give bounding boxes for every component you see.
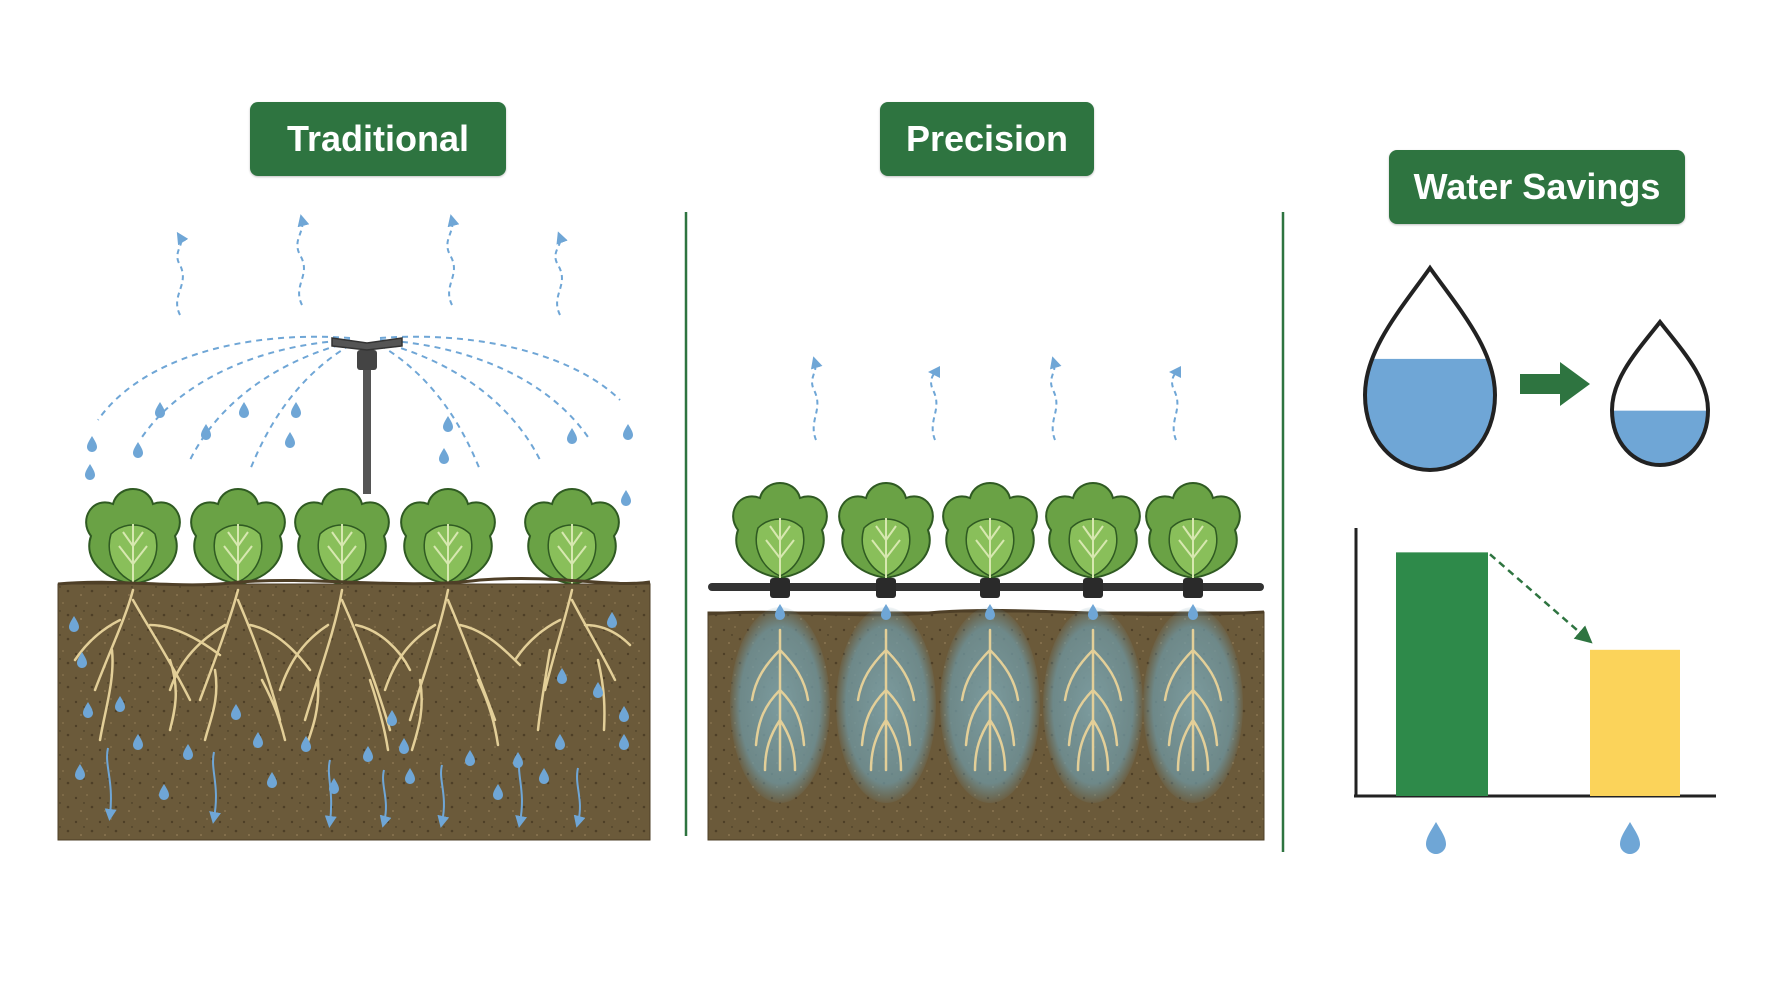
- bar-1: [1396, 552, 1488, 796]
- wet-root-zones: [730, 607, 1243, 803]
- traditional-panel: [57, 214, 651, 841]
- precision-evaporation-arrows: [810, 356, 1182, 441]
- traditional-plants: [85, 488, 620, 585]
- water-drop-after-icon: [1609, 318, 1711, 468]
- spray-drops: [85, 402, 633, 506]
- traditional-roots: [73, 588, 632, 752]
- precision-label: Precision: [880, 102, 1094, 176]
- traditional-label: Traditional: [250, 102, 506, 176]
- water-drop-icon-bar-1: [1426, 822, 1446, 854]
- water-savings-label: Water Savings: [1389, 150, 1685, 224]
- drainage-arrows: [104, 747, 586, 828]
- evaporation-arrows: [176, 214, 568, 316]
- drip-line: [708, 578, 1264, 620]
- precision-panel: [707, 356, 1265, 841]
- water-drop-before-icon: [1362, 264, 1498, 473]
- drop-before-fill: [1365, 358, 1495, 470]
- water-savings-panel: [1354, 264, 1716, 854]
- sprinkler-spray: [97, 335, 621, 471]
- bar-reduction-arrow: [1489, 553, 1593, 644]
- reduction-arrow-icon: [1520, 362, 1590, 406]
- water-drop-icon-bar-2: [1620, 822, 1640, 854]
- bar-2: [1590, 649, 1680, 796]
- precision-plants: [732, 482, 1241, 579]
- sprinkler-icon: [331, 337, 403, 494]
- precision-roots: [750, 628, 1223, 772]
- water-use-bar-chart: [1354, 528, 1716, 798]
